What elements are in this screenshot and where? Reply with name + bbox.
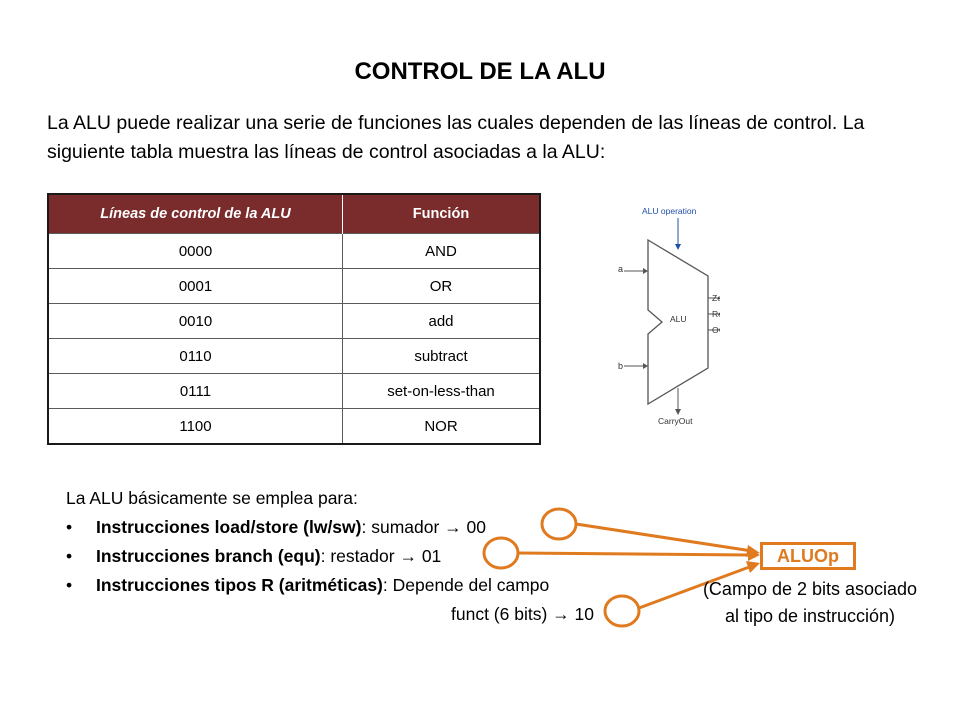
zero-output-label: Zero [712,293,720,303]
table-row: 0010 add [48,303,540,339]
arrow-right-icon: → [552,604,570,624]
alu-block [647,238,709,406]
control-lines-cell: 1100 [48,408,343,444]
control-lines-cell: 0001 [48,268,343,304]
aluop-label-box: ALUOp [760,542,856,570]
list-item: • Instrucciones load/store (lw/sw): sumad… [66,513,686,542]
column-header-control-lines: Líneas de control de la ALU [48,194,343,234]
function-cell: NOR [342,408,540,444]
result-output-label: Result [712,309,720,319]
item-title: Instrucciones branch (equ) [96,546,321,566]
alu-block-label: ALU [670,314,687,324]
control-lines-cell: 0000 [48,233,343,269]
carryout-arrowhead [675,409,681,415]
arrow-right-icon: → [399,546,417,566]
item-text: : restador [320,546,395,566]
function-cell: OR [342,268,540,304]
column-header-function: Función [342,194,540,234]
usage-heading: La ALU básicamente se emplea para: [66,488,358,508]
input-a-arrowhead [643,268,648,274]
connector-arrowhead-10 [746,561,760,573]
overflow-output-label: Overflow [712,325,720,335]
aluop-description: (Campo de 2 bits asociado al tipo de ins… [702,579,918,626]
function-cell: subtract [342,338,540,374]
item-text: : Depende del campo [382,575,550,595]
aluop-code: 00 [466,517,487,537]
function-cell: add [342,303,540,339]
item-text: : sumador [361,517,440,537]
aluop-code: 10 [574,604,595,624]
list-item: •Instrucciones branch (equ): restador → … [66,542,686,571]
control-lines-cell: 0111 [48,373,343,409]
bullet-icon: • [66,546,73,566]
input-a-label: a [618,264,623,274]
alu-control-table: Líneas de control de la ALU Función 0000… [47,193,541,445]
table-header-row: Líneas de control de la ALU Función [48,194,540,234]
bullet-icon: • [66,517,73,537]
arrow-right-icon: → [444,517,462,537]
aluop-code: 01 [421,546,442,566]
list-item: • Instrucciones tipos R (aritméticas): De… [66,571,686,600]
connector-arrowhead-01 [748,549,760,561]
intro-paragraph: La ALU puede realizar una serie de funci… [47,112,865,163]
table-row: 0110 subtract [48,338,540,374]
alu-diagram: ALU operation ALU a b Zero Result Overfl… [618,206,720,426]
table-row: 0111 set-on-less-than [48,373,540,409]
page-title: CONTROL DE LA ALU [354,58,606,85]
alu-operation-label: ALU operation [642,206,697,216]
table-row: 1100 NOR [48,408,540,444]
input-b-arrowhead [643,363,648,369]
function-cell: AND [342,233,540,269]
alu-operation-arrowhead [675,244,681,250]
item-text: funct (6 bits) [451,604,548,624]
usage-section: La ALU básicamente se emplea para: • Inst… [66,484,686,629]
control-lines-cell: 0110 [48,338,343,374]
table-row: 0001 OR [48,268,540,304]
table-row: 0000 AND [48,233,540,269]
bullet-icon: • [66,575,73,595]
connector-arrowhead-00 [746,545,760,557]
input-b-label: b [618,361,623,371]
item-title: Instrucciones load/store (lw/sw) [96,517,362,537]
list-item-continuation: funct (6 bits) → 10 [66,600,686,629]
carryout-label: CarryOut [658,416,693,426]
item-title: Instrucciones tipos R (aritméticas) [96,575,383,595]
function-cell: set-on-less-than [342,373,540,409]
control-lines-cell: 0010 [48,303,343,339]
